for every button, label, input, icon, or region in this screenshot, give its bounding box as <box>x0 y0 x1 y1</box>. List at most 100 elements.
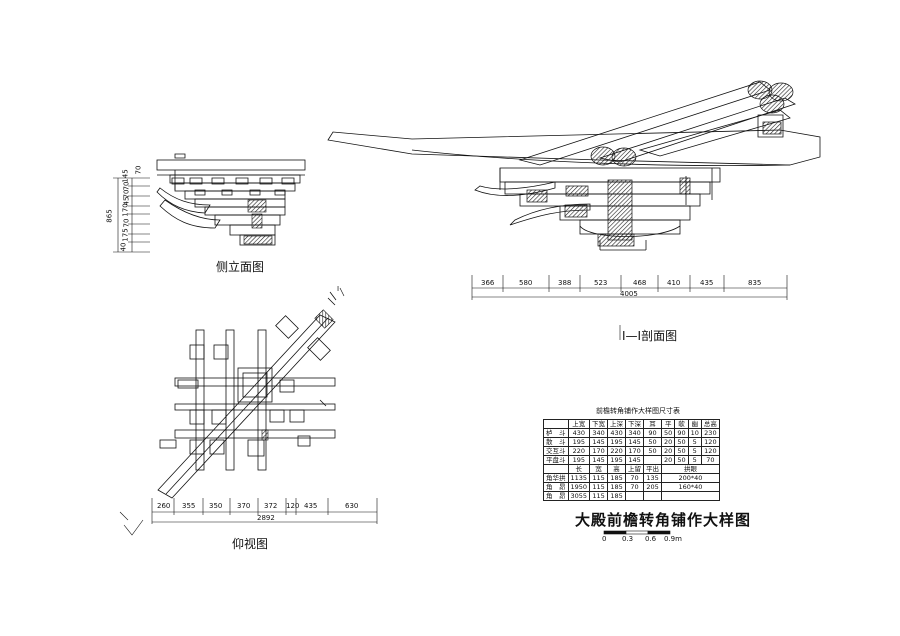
scale-label: 0.3 <box>622 535 634 543</box>
section-dim-part: 468 <box>633 279 647 287</box>
table-cell: 340 <box>625 428 645 438</box>
side-dim-part: 70 <box>122 181 131 191</box>
table-cell: 20 <box>661 455 676 465</box>
bottom-dim-part: 370 <box>237 502 251 510</box>
table-cell: 20 <box>661 446 676 456</box>
table-cell: 5 <box>687 446 702 456</box>
table-cell: 200*40 <box>661 473 720 483</box>
table-cell: 50 <box>643 446 663 456</box>
section-drawing <box>327 81 821 251</box>
table-header-cell: 高 <box>607 464 627 474</box>
side-dim-part: 70 <box>134 165 143 175</box>
table-cell: 角 昂 <box>543 491 569 501</box>
side-dim-part: 70 <box>122 189 131 199</box>
bottom-dim-part: 260 <box>157 502 171 510</box>
section-dim-part: 366 <box>481 279 495 287</box>
table-header-cell: 平出 <box>643 464 663 474</box>
side-dim-part: 175 <box>121 228 130 242</box>
side-elevation-hatch <box>243 199 273 245</box>
bottom-dimension-line <box>119 287 378 536</box>
section-dim-total: 4005 <box>620 290 638 298</box>
scale-label: 0 <box>602 535 607 543</box>
table-cell: 50 <box>674 455 689 465</box>
section-dim-part: 410 <box>667 279 681 287</box>
table-cell: 90 <box>674 428 689 438</box>
table-cell: 1950 <box>567 482 591 492</box>
bottom-view-drawing <box>157 291 337 499</box>
table-cell: 145 <box>589 437 609 447</box>
table-cell: 70 <box>625 473 645 483</box>
scale-label: 0.9m <box>664 535 682 543</box>
table-header-cell: 耳 <box>643 419 663 429</box>
table-cell: 195 <box>607 437 627 447</box>
table-cell: 70 <box>700 455 720 465</box>
table-header-cell <box>543 419 569 429</box>
side-dimension-line <box>113 177 150 253</box>
section-dim-part: 523 <box>594 279 608 287</box>
table-cell: 170 <box>625 446 645 456</box>
table-header-cell <box>543 464 569 474</box>
table-cell <box>643 491 663 501</box>
side-elevation-title: 侧立面图 <box>216 260 265 274</box>
bottom-view-hatch <box>261 309 334 441</box>
table-cell: 430 <box>607 428 627 438</box>
scale-label: 0.6 <box>645 535 657 543</box>
table-cell <box>643 455 663 465</box>
section-title: I—I剖面图 <box>622 329 678 343</box>
table-cell: 115 <box>589 491 609 501</box>
table-cell: 340 <box>589 428 609 438</box>
table-header-cell: 长 <box>567 464 591 474</box>
main-title: 大殿前檐转角铺作大样图 <box>575 511 752 529</box>
section-hatch <box>526 80 794 247</box>
table-cell: 145 <box>625 437 645 447</box>
side-dim-part: 70 <box>122 218 131 228</box>
table-header-cell: 欹 <box>674 419 689 429</box>
table-cell: 1135 <box>567 473 591 483</box>
bottom-dim-part: 372 <box>264 502 278 510</box>
table-cell: 3055 <box>567 491 591 501</box>
table-title: 前檐转角铺作大样图尺寸表 <box>596 407 680 415</box>
table-cell: 115 <box>589 473 609 483</box>
scale-bar <box>603 530 671 535</box>
bottom-dim-part: 350 <box>209 502 223 510</box>
table-header-cell: 上深 <box>607 419 627 429</box>
table-cell: 交互斗 <box>543 446 569 456</box>
table-cell: 195 <box>607 455 627 465</box>
section-dim-part: 580 <box>519 279 533 287</box>
table-header-cell: 总高 <box>700 419 720 429</box>
table-cell: 50 <box>674 437 689 447</box>
table-cell: 角 昂 <box>543 482 569 492</box>
side-dim-part: 40 <box>119 242 128 252</box>
table-cell: 185 <box>607 491 627 501</box>
table-header-cell: 幽 <box>687 419 702 429</box>
table-header-cell: 平 <box>661 419 676 429</box>
table-cell: 430 <box>567 428 591 438</box>
table-cell <box>625 491 645 501</box>
table-header-row: 长宽高上留平出拱眼 <box>543 464 720 474</box>
table-cell: 170 <box>589 446 609 456</box>
table-cell: 120 <box>700 446 720 456</box>
table-cell: 5 <box>687 455 702 465</box>
table-cell: 205 <box>643 482 663 492</box>
table-cell: 平盘斗 <box>543 455 569 465</box>
bottom-dim-total: 2892 <box>257 514 275 522</box>
table-cell: 栌 斗 <box>543 428 569 438</box>
table-cell: 90 <box>643 428 663 438</box>
table-cell: 5 <box>687 437 702 447</box>
table-header-cell: 上留 <box>625 464 645 474</box>
section-marker: I <box>337 285 340 293</box>
table-cell <box>661 491 720 501</box>
bottom-view-title: 仰视图 <box>232 537 269 551</box>
section-dim-part: 435 <box>700 279 714 287</box>
table-cell: 160*40 <box>661 482 720 492</box>
table-cell: 185 <box>607 473 627 483</box>
table-cell: 185 <box>607 482 627 492</box>
table-cell: 135 <box>643 473 663 483</box>
section-dim-part: 388 <box>558 279 572 287</box>
